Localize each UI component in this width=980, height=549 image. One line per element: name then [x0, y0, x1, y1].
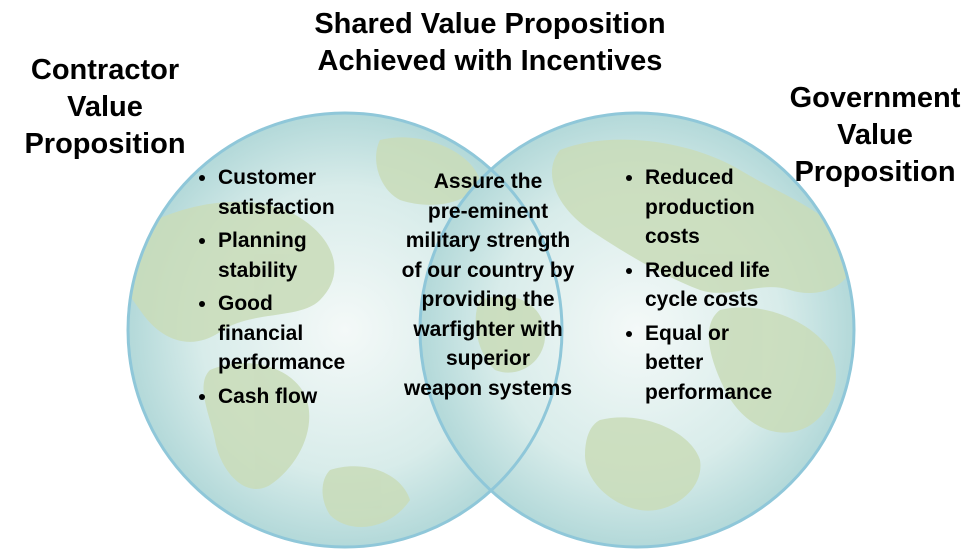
statement-line: military strength — [405, 229, 571, 252]
contractor-value-title: Contractor Value Proposition — [0, 52, 210, 163]
government-value-title: Government Value Proposition — [770, 80, 980, 191]
list-item: Customer satisfaction — [199, 163, 345, 222]
list-item: Good financial performance — [199, 289, 345, 378]
statement-line: Assure the — [433, 170, 543, 193]
government-circle-outline — [418, 111, 856, 549]
shared-value-statement: Assure the pre-eminent military strength… — [370, 167, 606, 403]
list-item-line: satisfaction — [218, 195, 335, 219]
bullet-icon — [626, 267, 632, 274]
contractor-bullet-list: Customer satisfaction Planning stability… — [199, 163, 345, 415]
bullet-icon — [626, 175, 632, 181]
bullet-icon — [199, 175, 205, 181]
list-item-line: Cash flow — [218, 384, 318, 408]
bullet-icon — [626, 330, 632, 337]
title-line: Shared Value Proposition — [314, 8, 666, 40]
list-item: Reduced life cycle costs — [626, 256, 772, 315]
title-line: Value — [837, 119, 913, 151]
land-shape — [128, 201, 335, 342]
land-shape — [203, 363, 310, 489]
list-item: Reduced production costs — [626, 163, 772, 252]
title-line: Value — [67, 91, 143, 123]
bullet-icon — [199, 238, 205, 244]
land-shape — [475, 296, 546, 373]
land-shape — [708, 307, 836, 433]
land-shape — [322, 466, 410, 527]
title-line: Contractor — [30, 54, 180, 86]
list-item-line: Good — [218, 292, 273, 315]
shared-value-title: Shared Value Proposition Achieved with I… — [250, 6, 730, 80]
government-bullet-list: Reduced production costs Reduced life cy… — [626, 163, 772, 411]
list-item-line: performance — [645, 380, 773, 404]
list-item-line: costs — [645, 225, 700, 248]
land-shape — [585, 417, 701, 511]
statement-line: providing the — [421, 288, 555, 311]
statement-line: weapon systems — [403, 376, 573, 400]
contractor-circle-outline — [126, 111, 564, 549]
title-line: Government — [789, 82, 961, 114]
title-line: Proposition — [794, 156, 956, 188]
bullet-icon — [199, 301, 205, 307]
government-globe — [420, 113, 854, 547]
list-item-line: performance — [218, 351, 346, 374]
list-item: Equal or better performance — [626, 319, 772, 408]
list-item-line: Equal or — [645, 321, 730, 345]
list-item-line: Customer — [218, 166, 317, 189]
list-item-line: Reduced — [645, 166, 734, 189]
list-item-line: Planning — [218, 229, 307, 252]
list-item-line: stability — [218, 258, 298, 282]
list-item-line: financial — [218, 321, 304, 345]
list-item-line: cycle costs — [645, 288, 759, 311]
list-item: Planning stability — [199, 226, 345, 285]
list-item-line: better — [645, 351, 704, 374]
statement-line: pre-eminent — [427, 199, 549, 223]
bullet-icon — [199, 393, 205, 400]
statement-line: warfighter with — [413, 317, 563, 341]
list-item-line: Reduced life — [645, 258, 770, 282]
list-item-line: production — [645, 195, 755, 219]
title-line: Proposition — [24, 128, 186, 160]
land-shape — [376, 137, 480, 205]
statement-line: superior — [445, 347, 531, 370]
list-item: Cash flow — [199, 382, 345, 412]
title-line: Achieved with Incentives — [317, 45, 663, 77]
statement-line: of our country by — [401, 258, 575, 282]
